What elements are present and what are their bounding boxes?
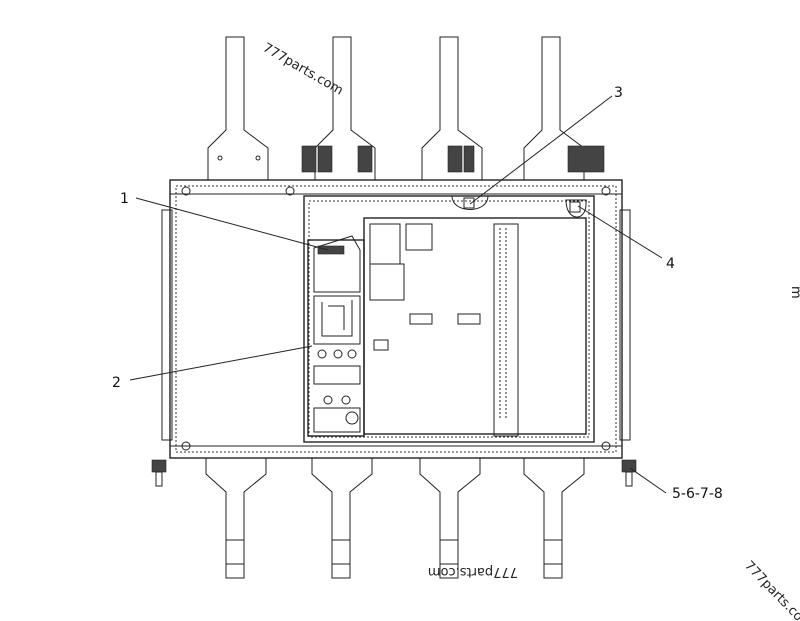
watermark-right: 777parts.com [741,558,800,621]
callout-3: 3 [614,85,623,101]
callout-2: 2 [112,375,121,391]
bottom-bus-bars [205,457,585,579]
watermark-edge: m [788,286,800,299]
leader-lines [129,95,667,494]
watermark-bottom: 777parts.com [428,564,518,579]
callout-5-6-7-8: 5-6-7-8 [672,486,723,502]
inner-panel [303,195,595,443]
callout-4: 4 [666,256,675,272]
callout-1: 1 [120,191,129,207]
top-bus-bars [207,36,605,181]
main-housing [151,179,637,487]
